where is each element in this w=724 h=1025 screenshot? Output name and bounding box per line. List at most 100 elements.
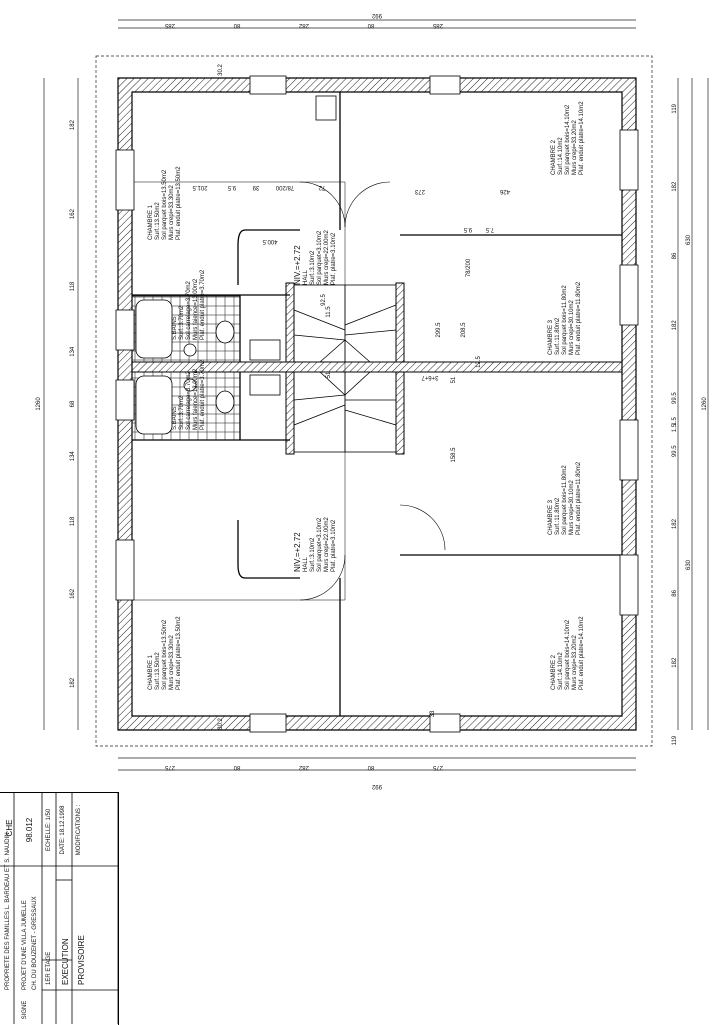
- title-office: CHE: [5, 820, 14, 837]
- room-label-chambre-1-b: Murs crepi=33.30m2: [169, 634, 175, 690]
- dimension-bottom: 80: [233, 764, 240, 770]
- dimension-left: 182: [70, 677, 76, 688]
- dimension-inner: 9.5: [227, 184, 236, 190]
- room-label-hall-b: Plaf. platre=3.10m2: [331, 519, 337, 572]
- title-scale: ECHELLE: 1/50: [46, 808, 52, 851]
- title-level: 1ER ETAGE: [46, 952, 52, 985]
- room-label-hall-a: Sol parquet=3.10m2: [317, 230, 323, 285]
- room-label-chambre-1-a: CHAMBRE 1: [148, 204, 154, 240]
- dimension-half-right: 630: [686, 234, 692, 245]
- dimension-inner: 11.5: [326, 306, 332, 318]
- room-label-chambre-2-a: Surf.:14.10m2: [558, 137, 564, 175]
- dimension-lines: [43, 19, 709, 771]
- room-label-hall-b: Sol parquet=3.10m2: [317, 517, 323, 572]
- room-label-chambre-3-a: Sol parquet bois=11.80m2: [562, 285, 568, 355]
- room-label-chambre-1-b: Surf.:13.50m2: [155, 652, 161, 690]
- room-label-sbains-a: S.BAINS: [172, 316, 178, 340]
- dimension-right: 182: [672, 320, 678, 331]
- windows: [115, 75, 639, 733]
- dimension-right: 99.5: [672, 445, 678, 457]
- room-label-sbains-a: Sol carrelage=3.70m2: [186, 280, 192, 340]
- room-label-hall-a: Plaf. platre=3.10m2: [331, 232, 337, 285]
- dimension-inner: 299.5: [436, 322, 442, 338]
- dimension-inner: 92.5: [321, 294, 327, 306]
- dimension-top: 80: [233, 22, 240, 28]
- room-label-sbains-b: Murs faience=13.00m2: [193, 368, 199, 430]
- room-label-sbains-a: Surf.:3.70m2: [179, 305, 185, 340]
- dimension-inner: 201.5: [192, 184, 208, 190]
- room-label-chambre-2-b: Murs crepi=33.20m2: [572, 634, 578, 690]
- dimension-right: 119: [672, 735, 678, 745]
- room-label-chambre-3-b: Sol parquet bois=11.80m2: [562, 465, 568, 535]
- room-label-chambre-1-b: Sol parquet bois=13.50m2: [162, 619, 168, 690]
- title-phase: EXECUTION: [61, 938, 70, 985]
- dimension-right: 86: [672, 252, 678, 259]
- room-label-sbains-b: S.BAINS: [172, 406, 178, 430]
- room-label-hall-b: Murs crepi=22.00m2: [324, 516, 330, 572]
- room-label-chambre-3-a: Murs crepi=30.10m2: [569, 299, 575, 355]
- dimension-top: 80: [367, 22, 374, 28]
- dimension-right: 1.5: [672, 423, 678, 432]
- title-status: PROVISOIRE: [77, 935, 86, 985]
- room-label-chambre-3-b: CHAMBRE 3: [548, 499, 554, 535]
- room-label-chambre-3-b: Plaf. enduit platre=11.80m2: [576, 461, 582, 535]
- dimension-inner: 51: [451, 376, 457, 383]
- dimension-left: 162: [70, 588, 76, 599]
- title-project: PROJET D'UNE VILLA JUMELLE: [22, 900, 28, 990]
- room-label-sbains-a: Murs faience=13.00m2: [193, 278, 199, 340]
- handwritten-annotation: 3+6+7: [421, 374, 439, 380]
- room-label-sbains-b: Surf.:3.70m2: [179, 395, 185, 430]
- dimension-inner: 33: [430, 710, 436, 717]
- room-label-hall-b: HALL: [303, 556, 309, 572]
- dimension-left: 182: [70, 119, 76, 130]
- room-label-chambre-2-b: Surf.:14.10m2: [558, 652, 564, 690]
- dimension-left: 134: [70, 346, 76, 357]
- dimension-right: 182: [672, 181, 678, 192]
- room-label-chambre-2-b: Sol parquet bois=14.10m2: [565, 619, 571, 690]
- room-label-chambre-1-b: Plaf. enduit platre=13.50m2: [176, 616, 182, 690]
- dimension-right: 86: [672, 589, 678, 596]
- room-label-chambre-2-b: CHAMBRE 2: [551, 654, 557, 690]
- room-label-sbains-a: Plaf. enduit platre=3.70m2: [200, 269, 206, 340]
- dimension-bottom: 275: [432, 764, 443, 770]
- room-label-chambre-2-b: Plaf. enduit platre=14.10m2: [579, 616, 585, 690]
- dimension-inner: 30.2: [218, 718, 224, 730]
- room-label-chambre-2-a: Murs crepi=33.20m2: [572, 119, 578, 175]
- dimension-right: 99.5: [672, 392, 678, 404]
- room-label-chambre-1-a: Surf.:13.50m2: [155, 202, 161, 240]
- title-owner: PROPRIETE DES FAMILLES L. BARDEAU ET S. …: [5, 832, 11, 990]
- room-label-hall-b: Surf.:3.10m2: [310, 537, 316, 572]
- room-label-chambre-3-a: Plaf. enduit platre=11.80m2: [576, 281, 582, 355]
- dimension-top: 285: [164, 22, 175, 28]
- room-label-hall-a: Murs crepi=22.00m2: [324, 229, 330, 285]
- dimension-left: 134: [70, 451, 76, 462]
- dimension-right: 182: [672, 518, 678, 529]
- dimension-total-right: 1260: [702, 397, 708, 411]
- dimension-right: 119: [672, 103, 678, 113]
- dimension-inner: 12.5: [476, 356, 482, 368]
- title-block: [0, 792, 119, 1025]
- dimension-left: 118: [70, 281, 76, 291]
- dimension-inner: 39: [252, 184, 259, 190]
- title-modifications: MODIFICATIONS :: [76, 804, 82, 855]
- bathrooms: [131, 295, 281, 441]
- title-address: CH. DU BOUZENET - GRESSAUX: [32, 896, 38, 990]
- room-label-chambre-2-a: Sol parquet bois=14.10m2: [565, 104, 571, 175]
- dimension-bottom: 282: [298, 764, 309, 770]
- dimension-bottom: 80: [367, 764, 374, 770]
- room-label-chambre-3-b: Surf.:11.80m2: [555, 497, 561, 535]
- dimension-inner: 9.5: [463, 226, 472, 232]
- room-label-hall-b: NIV.=+2.72: [293, 532, 302, 572]
- dimension-left: 118: [70, 516, 76, 526]
- dimension-half-right: 630: [686, 559, 692, 570]
- dimension-inner: 273: [414, 188, 425, 194]
- title-date: DATE: 18.12.1998: [60, 805, 66, 855]
- room-label-sbains-b: Plaf. enduit platre=3.70m2: [200, 359, 206, 430]
- dimension-top: 282: [298, 22, 309, 28]
- dimension-inner: 426: [499, 188, 510, 194]
- room-label-chambre-3-b: Murs crepi=30.10m2: [569, 479, 575, 535]
- room-label-chambre-3-a: CHAMBRE 3: [548, 319, 554, 355]
- dimension-total-bottom: 992: [371, 783, 382, 789]
- dimension-inner: 72: [318, 184, 325, 190]
